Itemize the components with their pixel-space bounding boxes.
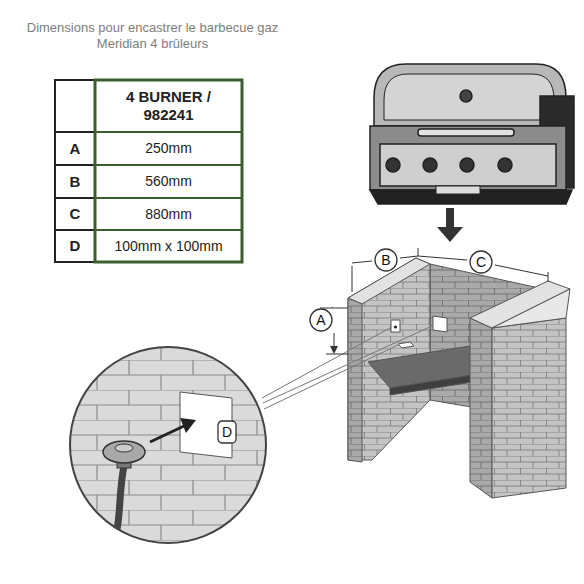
barbecue	[370, 64, 574, 204]
callout-letter: D	[217, 424, 237, 440]
callout-marker: B	[374, 248, 398, 272]
dimension-table	[55, 80, 242, 262]
table-cell-text: 4 BURNER / 982241	[102, 88, 235, 124]
table-cell-text: D	[62, 237, 88, 255]
table-cell-text: A	[62, 140, 88, 158]
table-cell-text: 100mm x 100mm	[102, 238, 235, 255]
zoom-detail	[60, 340, 280, 550]
callout-marker: D	[217, 420, 237, 444]
callout-marker: C	[469, 250, 493, 274]
dimension-lines	[320, 248, 548, 354]
down-arrow	[437, 208, 463, 242]
table-cell-text: C	[62, 205, 88, 223]
brick-enclosure	[348, 258, 570, 498]
leader-lines	[262, 326, 432, 409]
callout-marker: A	[309, 308, 333, 332]
table-cell-text: 560mm	[102, 173, 235, 190]
callout-letter: B	[374, 252, 398, 268]
callout-letter: A	[309, 312, 333, 328]
table-cell-text: B	[62, 173, 88, 191]
table-cell-text: 250mm	[102, 140, 235, 157]
table-cell-text: 880mm	[102, 206, 235, 223]
title: Dimensions pour encastrer le barbecue ga…	[25, 20, 280, 51]
callout-letter: C	[469, 254, 493, 270]
